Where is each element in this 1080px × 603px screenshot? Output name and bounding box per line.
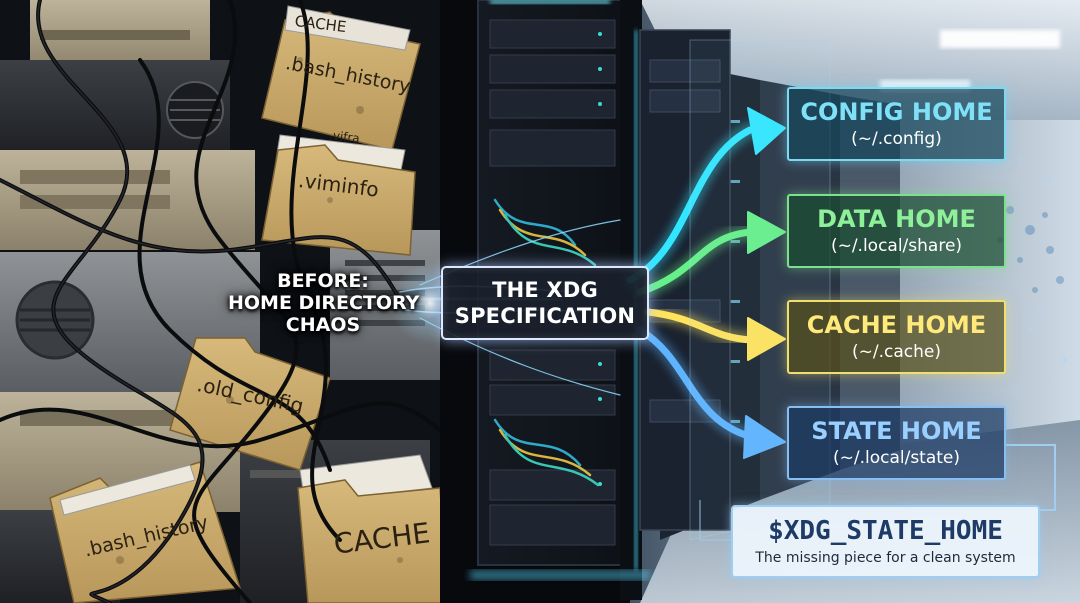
data-home-path: (~/.local/share) bbox=[830, 236, 963, 256]
data-home-box: DATA HOME (~/.local/share) bbox=[787, 194, 1006, 268]
xdg-title-line: SPECIFICATION bbox=[454, 304, 636, 328]
xdg-state-home-callout: $XDG_STATE_HOME The missing piece for a … bbox=[731, 505, 1040, 578]
folder-icon bbox=[261, 134, 416, 256]
state-home-title: STATE HOME bbox=[811, 417, 982, 445]
before-caption-line: HOME DIRECTORY bbox=[228, 292, 420, 314]
before-caption: BEFORE: HOME DIRECTORY CHAOS bbox=[228, 270, 420, 336]
cache-home-path: (~/.cache) bbox=[852, 342, 941, 362]
callout-variable: $XDG_STATE_HOME bbox=[768, 515, 1003, 546]
callout-description: The missing piece for a clean system bbox=[755, 549, 1016, 566]
config-home-path: (~/.config) bbox=[851, 129, 942, 149]
folder-icon bbox=[297, 454, 449, 603]
state-home-box: STATE HOME (~/.local/state) bbox=[787, 406, 1006, 480]
data-home-title: DATA HOME bbox=[817, 205, 976, 233]
config-home-box: CONFIG HOME (~/.config) bbox=[787, 87, 1006, 161]
config-home-title: CONFIG HOME bbox=[800, 98, 993, 126]
folder-icon bbox=[284, 5, 411, 51]
xdg-specification-box: THE XDG SPECIFICATION bbox=[441, 266, 649, 340]
state-home-path: (~/.local/state) bbox=[832, 448, 961, 468]
cache-home-title: CACHE HOME bbox=[806, 311, 987, 339]
xdg-title-line: THE XDG bbox=[492, 278, 598, 302]
cache-home-box: CACHE HOME (~/.cache) bbox=[787, 300, 1006, 374]
before-caption-line: BEFORE: bbox=[277, 270, 369, 292]
before-caption-line: CHAOS bbox=[285, 314, 361, 336]
